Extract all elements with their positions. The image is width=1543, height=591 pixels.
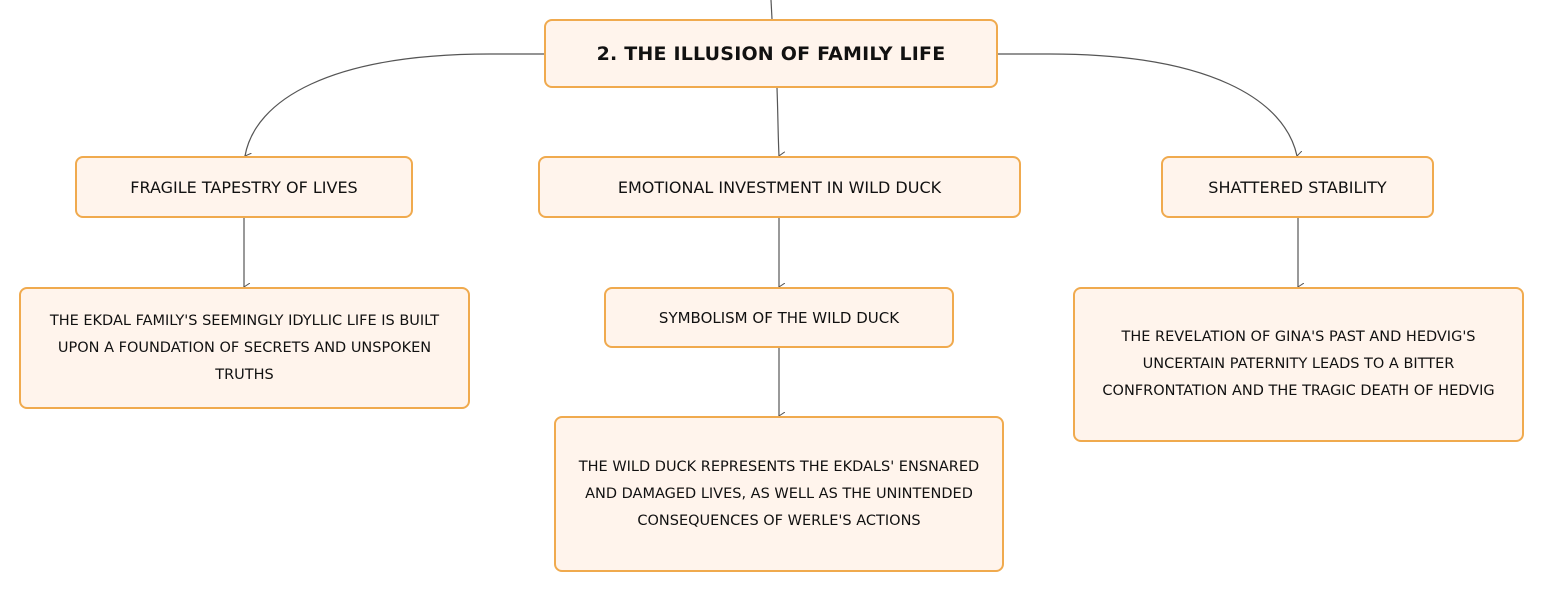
connector-root-to-shattered-stability [998, 53, 1297, 156]
subtopic-node-label: SYMBOLISM OF THE WILD DUCK [658, 308, 900, 327]
topic-node-emotional-investment[interactable]: EMOTIONAL INVESTMENT IN WILD DUCK [538, 156, 1021, 218]
detail-node-gina-revelation[interactable]: THE REVELATION OF GINA'S PAST AND HEDVIG… [1073, 287, 1524, 442]
detail-node-ekdal-family[interactable]: THE EKDAL FAMILY'S SEEMINGLY IDYLLIC LIF… [19, 287, 470, 409]
detail-node-text: THE EKDAL FAMILY'S SEEMINGLY IDYLLIC LIF… [49, 312, 440, 383]
topic-node-label: EMOTIONAL INVESTMENT IN WILD DUCK [617, 177, 942, 197]
root-node-label: 2. THE ILLUSION OF FAMILY LIFE [596, 42, 946, 65]
detail-node-text: THE WILD DUCK REPRESENTS THE EKDALS' ENS… [578, 458, 980, 529]
detail-node-text: THE REVELATION OF GINA'S PAST AND HEDVIG… [1102, 329, 1495, 399]
connector-root-to-emotional-investment [776, 87, 779, 156]
connector-parent-to-root [770, 0, 773, 20]
detail-node-wild-duck[interactable]: THE WILD DUCK REPRESENTS THE EKDALS' ENS… [554, 416, 1004, 572]
topic-node-label: FRAGILE TAPESTRY OF LIVES [130, 177, 358, 197]
root-node[interactable]: 2. THE ILLUSION OF FAMILY LIFE [544, 19, 998, 88]
connector-root-to-fragile-tapestry [245, 53, 545, 156]
topic-node-fragile-tapestry[interactable]: FRAGILE TAPESTRY OF LIVES [75, 156, 413, 218]
subtopic-node-symbolism[interactable]: SYMBOLISM OF THE WILD DUCK [604, 287, 954, 348]
topic-node-label: SHATTERED STABILITY [1208, 177, 1387, 197]
topic-node-shattered-stability[interactable]: SHATTERED STABILITY [1161, 156, 1434, 218]
